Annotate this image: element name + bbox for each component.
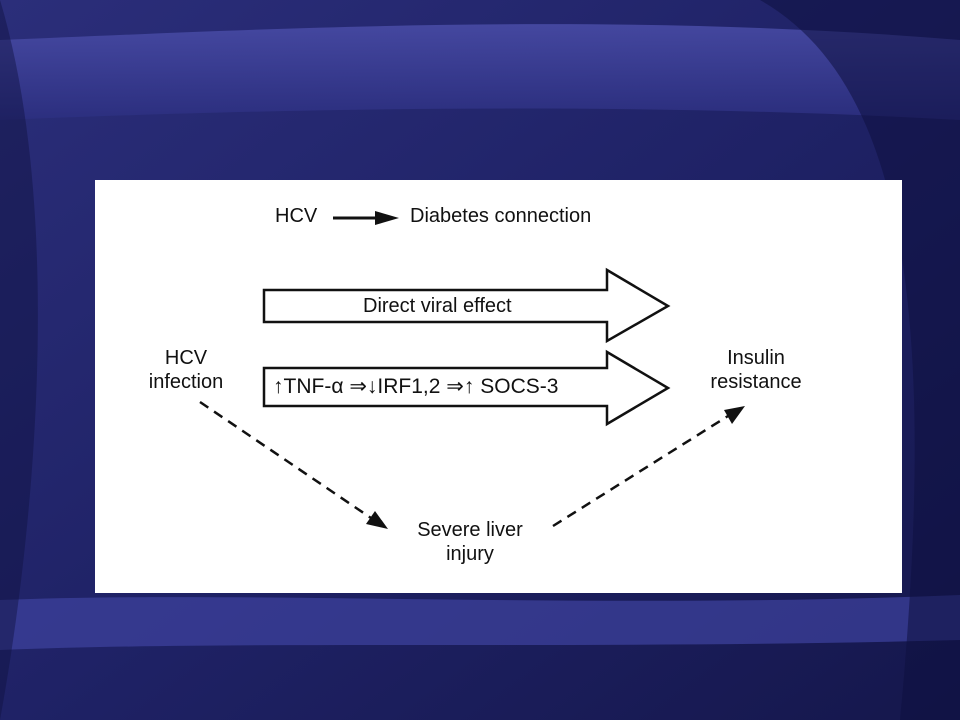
direct-viral-effect-label: Direct viral effect xyxy=(363,295,512,317)
direct-effect-block-arrow xyxy=(262,267,671,344)
insulin-resistance-line2: resistance xyxy=(710,371,802,393)
title-hcv: HCV xyxy=(275,205,318,227)
pathway-alpha: α xyxy=(331,375,344,398)
pathway-label: ↑TNF-α ⇒↓IRF1,2 ⇒↑ SOCS-3 xyxy=(273,375,558,399)
severe-liver-injury-node: Severe liver injury xyxy=(385,518,555,566)
title-diabetes-connection: Diabetes connection xyxy=(410,205,592,227)
insulin-resistance-line1: Insulin xyxy=(727,347,785,369)
diagram-graphics xyxy=(199,211,745,529)
hcv-infection-line1: HCV xyxy=(164,347,208,369)
implies-arrow-2: ⇒ xyxy=(446,375,464,398)
pathway-block-arrow xyxy=(262,349,671,427)
up-arrow-2: ↑ xyxy=(463,375,475,398)
dashed-arrow-to-liver-injury xyxy=(199,400,388,529)
pathway-socs: SOCS-3 xyxy=(480,375,559,398)
down-arrow: ↓ xyxy=(366,375,378,398)
dashed-arrow-to-insulin-resistance xyxy=(552,406,745,528)
pathway-tnf: TNF- xyxy=(283,375,332,398)
pathway-irf: IRF1,2 xyxy=(377,375,441,398)
up-arrow-1: ↑ xyxy=(273,375,284,398)
hcv-infection-node: HCV infection xyxy=(131,346,241,394)
hcv-infection-line2: infection xyxy=(148,371,224,393)
title-arrow xyxy=(333,211,399,225)
implies-arrow-1: ⇒ xyxy=(349,375,367,398)
severe-liver-injury-line2: injury xyxy=(446,543,494,565)
severe-liver-injury-line1: Severe liver xyxy=(417,519,523,541)
figure-panel: HCV Diabetes connection HCV infection In… xyxy=(95,180,902,593)
insulin-resistance-node: Insulin resistance xyxy=(691,346,821,394)
